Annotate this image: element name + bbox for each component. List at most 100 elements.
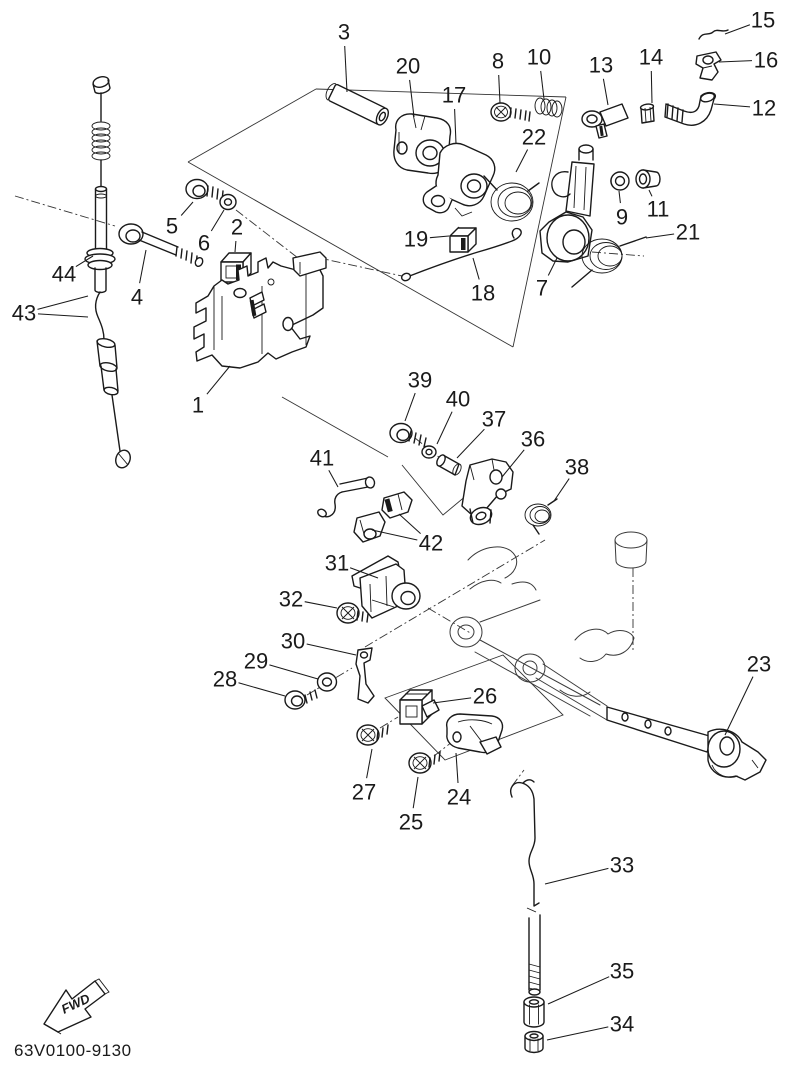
pin-37 — [436, 454, 462, 476]
leader-line-22 — [515, 149, 529, 173]
callout-26: 26 — [473, 684, 497, 709]
callout-29: 29 — [244, 649, 268, 674]
washer-29 — [316, 672, 338, 692]
callout-2: 2 — [231, 215, 243, 240]
callout-5: 5 — [166, 214, 178, 239]
leader-line-14 — [650, 70, 653, 104]
screw-25 — [408, 751, 441, 774]
leader-line-5 — [180, 201, 194, 216]
cable-spring — [91, 121, 111, 161]
leader-line-37 — [456, 428, 485, 459]
screw-8 — [490, 102, 531, 122]
callout-37: 37 — [482, 407, 506, 432]
clamp-16 — [695, 51, 722, 81]
leader-line-1 — [206, 365, 231, 395]
leader-line-31 — [349, 567, 379, 579]
cable-tube — [94, 267, 107, 294]
callout-6: 6 — [198, 231, 210, 256]
control-bracket-1 — [193, 251, 327, 369]
callout-39: 39 — [408, 368, 432, 393]
callout-1: 1 — [192, 393, 204, 418]
spacer-nut-35 — [523, 996, 545, 1028]
leader-line-15 — [724, 24, 751, 35]
callout-33: 33 — [610, 853, 634, 878]
leader-line-43 — [37, 313, 89, 318]
cable-collar-44 — [84, 247, 116, 271]
callout-28: 28 — [213, 667, 237, 692]
leader-line-36 — [501, 449, 525, 478]
callout-12: 12 — [752, 96, 776, 121]
leader-line-23 — [724, 676, 754, 736]
leader-line-42 — [398, 513, 421, 534]
elbow-fitting-12 — [664, 91, 717, 126]
callout-27: 27 — [352, 780, 376, 805]
callout-41: 41 — [310, 446, 334, 471]
leader-line-13 — [602, 78, 609, 106]
callout-15: 15 — [751, 8, 775, 33]
screw-5 — [185, 178, 224, 202]
leader-line-3 — [344, 45, 348, 93]
leader-line-26 — [432, 697, 472, 704]
callout-14: 14 — [639, 45, 663, 70]
nut-14 — [639, 103, 655, 124]
callout-9: 9 — [616, 205, 628, 230]
leader-line-8 — [498, 74, 501, 104]
wire-link-41 — [317, 476, 376, 518]
callout-30: 30 — [281, 629, 305, 654]
nut-34 — [524, 1030, 544, 1054]
screw-27 — [356, 724, 389, 746]
callout-19: 19 — [404, 227, 428, 252]
cable-crimp-fittings — [96, 337, 119, 396]
leader-line-18 — [472, 257, 480, 280]
cable-end-fitting — [115, 449, 131, 469]
spring-10 — [534, 97, 563, 118]
leader-line-7 — [547, 257, 558, 276]
callout-10: 10 — [527, 45, 551, 70]
callout-22: 22 — [522, 125, 546, 150]
stopper-plate-30 — [355, 647, 375, 704]
leader-line-28 — [238, 682, 286, 697]
diagram-code: 63V0100-9130 — [14, 1041, 132, 1060]
callout-8: 8 — [492, 49, 504, 74]
callout-4: 4 — [131, 285, 143, 310]
reference-assembly-ghost — [449, 531, 648, 721]
washer-40 — [421, 445, 437, 459]
lever-holder-31 — [351, 555, 421, 619]
damper-block-2 — [220, 252, 252, 283]
callout-32: 32 — [279, 587, 303, 612]
bolt-4 — [118, 223, 204, 268]
leader-line-44 — [75, 255, 94, 268]
leader-line-34 — [546, 1026, 609, 1041]
screw-28 — [284, 689, 318, 710]
cable-end-cap — [92, 76, 111, 95]
shift-clamp-24 — [445, 713, 504, 755]
leader-line-17 — [454, 108, 457, 145]
cable-clamp-42b — [353, 511, 386, 543]
leader-line-29 — [269, 664, 319, 680]
leader-line-39 — [404, 392, 416, 422]
callout-31: 31 — [325, 551, 349, 576]
leader-line-42 — [371, 529, 418, 541]
leader-line-30 — [306, 643, 357, 656]
leader-line-2 — [234, 240, 237, 253]
callout-7: 7 — [536, 276, 548, 301]
leader-line-35 — [547, 976, 610, 1005]
callout-34: 34 — [610, 1012, 634, 1037]
washer-6 — [219, 193, 237, 211]
cable-clamp-42a — [381, 491, 413, 519]
callout-42: 42 — [419, 531, 443, 556]
leader-line-16 — [718, 60, 753, 63]
lever-bracket-36 — [461, 458, 514, 526]
leader-line-11 — [648, 189, 653, 197]
link-rod-18 — [406, 227, 522, 278]
shift-arm-23 — [606, 706, 767, 781]
leader-line-38 — [553, 478, 570, 502]
leader-line-43 — [37, 295, 89, 310]
spring-22 — [483, 175, 540, 222]
callout-17: 17 — [442, 83, 466, 108]
callout-44: 44 — [52, 262, 76, 287]
leader-line-9 — [618, 190, 621, 204]
